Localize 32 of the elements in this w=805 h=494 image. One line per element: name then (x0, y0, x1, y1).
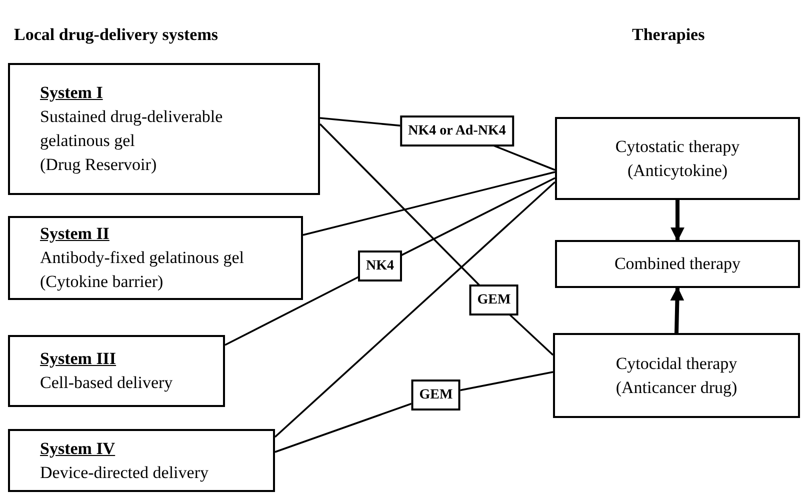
box-text: Device-directed delivery (40, 462, 208, 484)
box-text: (Cytokine barrier) (40, 271, 164, 293)
edge-label: GEM (469, 284, 519, 316)
system-title: System I (40, 82, 103, 104)
system-box (8, 429, 275, 492)
therapy-box (555, 240, 800, 288)
column-heading: Local drug-delivery systems (14, 24, 218, 46)
system-box (8, 63, 320, 195)
system-box (8, 216, 303, 300)
system-title: System II (40, 223, 110, 245)
box-text: Cytocidal therapy (616, 352, 738, 375)
box-text: Cell-based delivery (40, 372, 173, 394)
arrow (670, 200, 684, 242)
box-text: (Anticancer drug) (616, 376, 738, 399)
box-text: Cytostatic therapy (615, 136, 740, 158)
therapy-box (555, 117, 800, 200)
edge-label: GEM (411, 380, 461, 410)
box-text: (Anticytokine) (627, 160, 728, 182)
box-text: Sustained drug-deliverable gelatinous gel (40, 106, 224, 152)
box-text: Antibody-fixed gelatinous gel (40, 247, 244, 269)
box-text: (Drug Reservoir) (40, 154, 157, 176)
column-heading: Therapies (632, 24, 705, 46)
edge-label: NK4 (358, 250, 402, 282)
edge-label: NK4 or Ad-NK4 (400, 116, 514, 146)
therapy-box (553, 333, 800, 418)
connector-line (274, 181, 556, 438)
system-title: System IV (40, 438, 116, 460)
system-title: System III (40, 348, 116, 370)
connector-line (302, 171, 556, 236)
box-text: Combined therapy (614, 253, 741, 275)
system-box (8, 335, 225, 407)
arrow (670, 286, 684, 334)
